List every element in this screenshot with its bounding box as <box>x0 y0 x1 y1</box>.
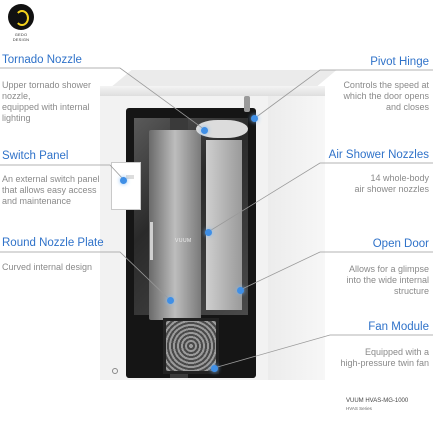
leader-open-door <box>239 251 433 291</box>
model-number: VUUM HVAS-MG-1000 <box>346 398 409 404</box>
tornado-nozzle-desc: Upper tornado shower nozzle, equipped wi… <box>2 80 92 123</box>
pivot-hinge-title: Pivot Hinge <box>370 56 429 68</box>
plate-brand: VUUM <box>175 238 192 244</box>
leader-tornado <box>0 67 206 131</box>
model-series: HVAS Series <box>346 406 372 411</box>
leader-pivot <box>254 69 433 119</box>
open-door-desc: Allows for a glimpse into the wide inter… <box>346 264 429 296</box>
tornado-nozzle <box>196 120 248 138</box>
open-door-title: Open Door <box>372 238 429 250</box>
leader-switch <box>0 164 125 181</box>
air-shower-nozzles-desc: 14 whole-body air shower nozzles <box>354 173 429 194</box>
hotspot-air-shower-nozzles[interactable] <box>205 229 212 236</box>
switch-panel-desc: An external switch panel that allows eas… <box>2 174 100 206</box>
leader-air-nozzles <box>207 162 433 233</box>
fan-module <box>163 318 219 374</box>
switch-panel-title: Switch Panel <box>2 150 69 162</box>
booth-side-panel <box>268 96 325 380</box>
hotspot-fan-module[interactable] <box>211 365 218 372</box>
hotspot-switch-panel[interactable] <box>120 177 127 184</box>
air-shower-nozzles-title: Air Shower Nozzles <box>328 149 429 161</box>
logo-text: GEDO DESIGN <box>12 32 30 42</box>
front-badge-icon <box>112 368 118 374</box>
round-nozzle-plate-title: Round Nozzle Plate <box>2 237 104 249</box>
hotspot-open-door[interactable] <box>237 287 244 294</box>
pivot-hinge-desc: Controls the speed at which the door ope… <box>343 80 429 112</box>
brand-logo: GEDO DESIGN <box>6 4 36 42</box>
switch-panel <box>111 162 141 210</box>
pivot-hinge <box>244 96 250 112</box>
fan-module-desc: Equipped with a high-pressure twin fan <box>340 347 429 368</box>
model-label: VUUM HVAS-MG-1000 HVAS Series <box>346 398 408 412</box>
door-handle <box>150 222 153 260</box>
leader-round-plate <box>0 251 171 301</box>
leader-fan <box>213 334 433 369</box>
round-nozzle-plate-desc: Curved internal design <box>2 262 93 272</box>
logo-mark-icon <box>8 4 34 30</box>
tornado-nozzle-title: Tornado Nozzle <box>2 54 82 66</box>
hotspot-pivot-hinge[interactable] <box>251 115 258 122</box>
inner-wall <box>206 140 242 310</box>
booth-top <box>100 86 325 96</box>
fan-module-title: Fan Module <box>368 321 429 333</box>
hotspot-round-nozzle-plate[interactable] <box>167 297 174 304</box>
hotspot-tornado-nozzle[interactable] <box>201 127 208 134</box>
